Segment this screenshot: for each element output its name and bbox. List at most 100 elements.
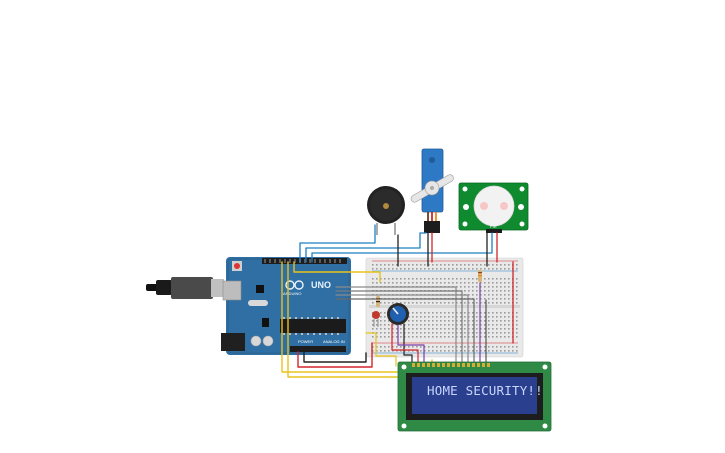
breadboard-hole: [456, 350, 458, 352]
breadboard-hole: [424, 278, 426, 280]
breadboard-hole: [488, 294, 490, 296]
breadboard-hole: [460, 316, 462, 318]
breadboard-hole: [488, 312, 490, 314]
breadboard-hole: [440, 350, 442, 352]
breadboard-hole: [400, 346, 402, 348]
breadboard-hole: [408, 336, 410, 338]
breadboard-hole: [492, 324, 494, 326]
breadboard-hole: [472, 324, 474, 326]
breadboard-hole: [424, 324, 426, 326]
breadboard-hole: [428, 316, 430, 318]
breadboard-hole: [440, 312, 442, 314]
breadboard-hole: [500, 350, 502, 352]
breadboard-hole: [496, 346, 498, 348]
breadboard-hole: [424, 346, 426, 348]
breadboard-hole: [396, 336, 398, 338]
breadboard-hole: [412, 332, 414, 334]
breadboard-hole: [484, 294, 486, 296]
breadboard-hole: [408, 328, 410, 330]
pir-sensor-icon[interactable]: PIR: [458, 182, 529, 233]
breadboard-hole: [460, 302, 462, 304]
breadboard-hole: [388, 346, 390, 348]
breadboard-hole: [428, 324, 430, 326]
breadboard-hole: [384, 264, 386, 266]
breadboard-hole: [472, 302, 474, 304]
breadboard-hole: [484, 312, 486, 314]
breadboard-hole: [516, 312, 518, 314]
lcd-module[interactable]: HOME SECURITY!!: [397, 361, 552, 432]
breadboard-hole: [372, 350, 374, 352]
breadboard-hole: [500, 282, 502, 284]
breadboard-hole: [456, 312, 458, 314]
breadboard-hole: [396, 264, 398, 266]
potentiometer-icon[interactable]: [387, 303, 409, 325]
breadboard-hole: [452, 268, 454, 270]
breadboard-hole: [404, 268, 406, 270]
breadboard-hole: [476, 268, 478, 270]
breadboard-hole: [500, 294, 502, 296]
breadboard-hole: [472, 350, 474, 352]
breadboard-hole: [472, 268, 474, 270]
breadboard-hole: [488, 278, 490, 280]
breadboard-hole: [440, 264, 442, 266]
breadboard-hole: [480, 350, 482, 352]
breadboard-hole: [416, 320, 418, 322]
breadboard-hole: [440, 346, 442, 348]
breadboard-hole: [416, 282, 418, 284]
breadboard-hole: [476, 324, 478, 326]
breadboard-hole: [468, 350, 470, 352]
breadboard-hole: [420, 312, 422, 314]
breadboard-hole: [480, 282, 482, 284]
breadboard-hole: [384, 282, 386, 284]
breadboard-hole: [472, 290, 474, 292]
breadboard-hole: [380, 278, 382, 280]
breadboard-hole: [488, 302, 490, 304]
breadboard-hole: [452, 328, 454, 330]
breadboard-hole: [508, 298, 510, 300]
breadboard-hole: [456, 316, 458, 318]
breadboard-hole: [440, 328, 442, 330]
breadboard-hole: [400, 282, 402, 284]
breadboard-hole: [428, 328, 430, 330]
breadboard-hole: [400, 324, 402, 326]
breadboard-hole: [500, 312, 502, 314]
breadboard-hole: [500, 286, 502, 288]
breadboard-hole: [420, 320, 422, 322]
breadboard-hole: [376, 324, 378, 326]
buzzer-icon[interactable]: [367, 186, 405, 235]
breadboard-hole: [380, 268, 382, 270]
breadboard-hole: [420, 332, 422, 334]
breadboard-hole: [492, 282, 494, 284]
breadboard-hole: [428, 278, 430, 280]
breadboard-hole: [464, 286, 466, 288]
resistor-icon[interactable]: [376, 296, 380, 307]
breadboard-hole: [504, 278, 506, 280]
breadboard-hole: [440, 332, 442, 334]
breadboard-hole: [424, 316, 426, 318]
breadboard-hole: [460, 264, 462, 266]
breadboard-hole: [408, 316, 410, 318]
breadboard-hole: [376, 350, 378, 352]
breadboard-hole: [424, 264, 426, 266]
breadboard-hole: [436, 302, 438, 304]
resistor-icon[interactable]: [478, 270, 482, 282]
servo-icon[interactable]: [408, 148, 457, 233]
breadboard-hole: [460, 324, 462, 326]
usb-plug-icon[interactable]: [146, 277, 224, 299]
breadboard-hole: [400, 302, 402, 304]
breadboard-hole: [444, 346, 446, 348]
breadboard-hole: [480, 324, 482, 326]
breadboard-hole: [376, 320, 378, 322]
breadboard-hole: [380, 336, 382, 338]
breadboard-hole: [480, 286, 482, 288]
breadboard-hole: [424, 282, 426, 284]
lcd-pin: [477, 363, 480, 367]
breadboard-hole: [392, 336, 394, 338]
breadboard-hole: [488, 336, 490, 338]
led-icon[interactable]: [372, 311, 380, 327]
breadboard-hole: [464, 324, 466, 326]
breadboard-hole: [412, 328, 414, 330]
breadboard-hole: [460, 328, 462, 330]
breadboard-hole: [496, 312, 498, 314]
